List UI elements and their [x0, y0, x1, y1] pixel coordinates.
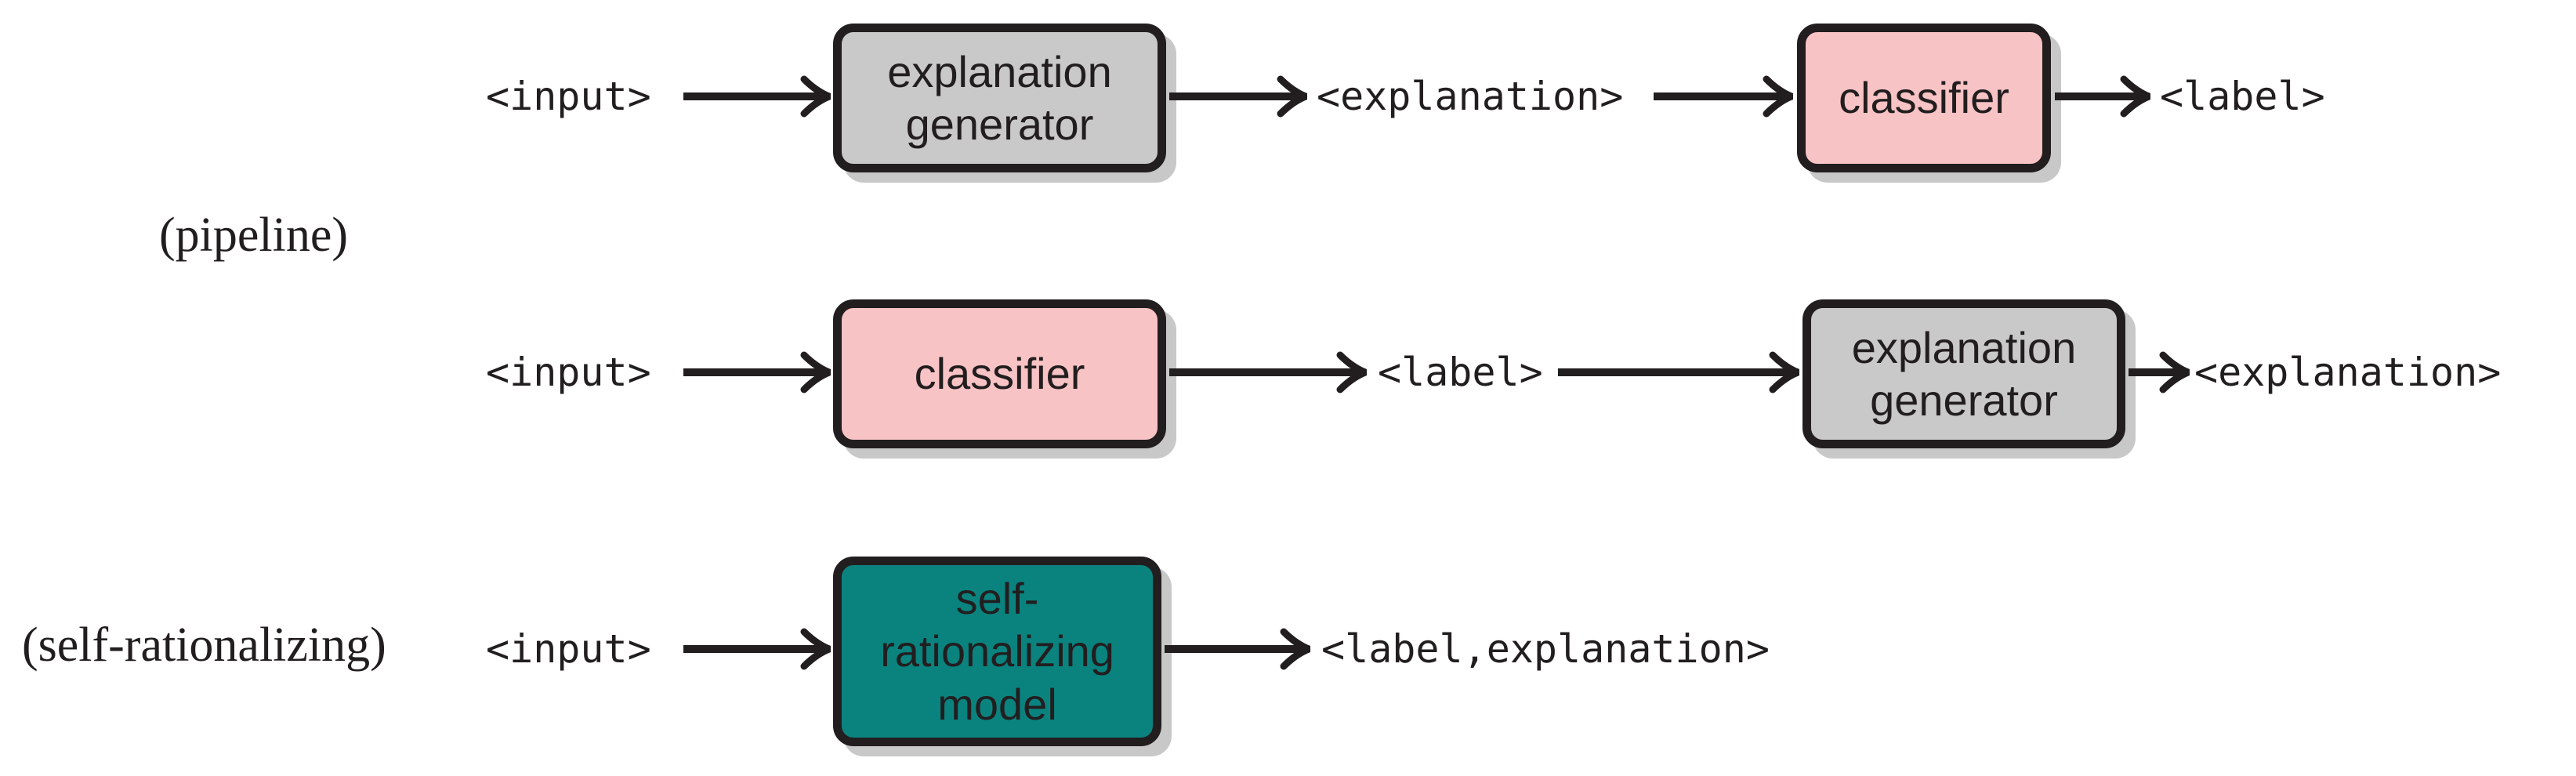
arrow-shaft: [1558, 368, 1796, 376]
arrow-head-icon: [2159, 351, 2190, 393]
flow-arrow: [1165, 626, 1310, 673]
arrow-shaft: [1654, 92, 1790, 100]
flow-arrow: [2129, 349, 2190, 396]
arrow-shaft: [683, 645, 828, 653]
arrow-head-icon: [800, 351, 831, 393]
flow-arrow: [1169, 349, 1367, 396]
box-label-line: generator: [905, 100, 1094, 149]
flow-arrow: [683, 73, 831, 120]
row2-input-token: <input>: [486, 350, 651, 395]
arrow-head-icon: [1280, 628, 1310, 670]
arrow-shaft: [1165, 645, 1307, 653]
arrow-shaft: [683, 92, 828, 100]
arrow-shaft: [683, 368, 828, 376]
classifier-box: classifier: [1797, 24, 2051, 172]
box-label-line: generator: [1870, 375, 2058, 425]
flow-arrow: [2055, 73, 2150, 120]
box-label-line: explanation: [1851, 322, 2077, 372]
box-label-line: self-: [955, 574, 1039, 624]
box-label-line: explanation: [887, 46, 1112, 96]
explanation-generator-box: explanation generator: [833, 24, 1166, 172]
arrow-head-icon: [2120, 75, 2150, 118]
box-label-line: model: [937, 679, 1057, 729]
row3-label-explanation-token: <label,explanation>: [1321, 626, 1770, 672]
flow-arrow: [1169, 73, 1307, 120]
explanation-generator-box: explanation generator: [1802, 299, 2125, 448]
row1-input-token: <input>: [486, 74, 651, 119]
self-rationalizing-caption: (self-rationalizing): [22, 618, 386, 672]
flow-arrow: [683, 349, 831, 396]
arrow-head-icon: [1277, 75, 1307, 118]
box-label-line: classifier: [1839, 73, 2009, 123]
arrow-head-icon: [1763, 75, 1793, 118]
arrow-head-icon: [1769, 351, 1799, 393]
arrow-shaft: [2055, 92, 2147, 100]
arrow-shaft: [2129, 368, 2187, 376]
arrow-shaft: [1169, 368, 1364, 376]
classifier-box: classifier: [833, 299, 1166, 448]
row1-explanation-token: <explanation>: [1317, 74, 1624, 119]
box-label-line: rationalizing: [880, 626, 1114, 676]
arrow-head-icon: [800, 628, 831, 670]
box-label-line: classifier: [914, 349, 1085, 399]
row3-input-token: <input>: [486, 626, 651, 672]
arrow-shaft: [1169, 92, 1304, 100]
flow-arrow: [683, 626, 831, 673]
self-rationalizing-model-box: self- rationalizing model: [833, 557, 1161, 746]
row2-label-token: <label>: [1378, 350, 1543, 395]
pipeline-caption: (pipeline): [159, 209, 349, 262]
arrow-head-icon: [800, 75, 831, 118]
flow-arrow: [1558, 349, 1799, 396]
row1-label-token: <label>: [2160, 74, 2325, 119]
arrow-head-icon: [1336, 351, 1367, 393]
row2-explanation-token: <explanation>: [2194, 350, 2502, 395]
flow-arrow: [1654, 73, 1793, 120]
